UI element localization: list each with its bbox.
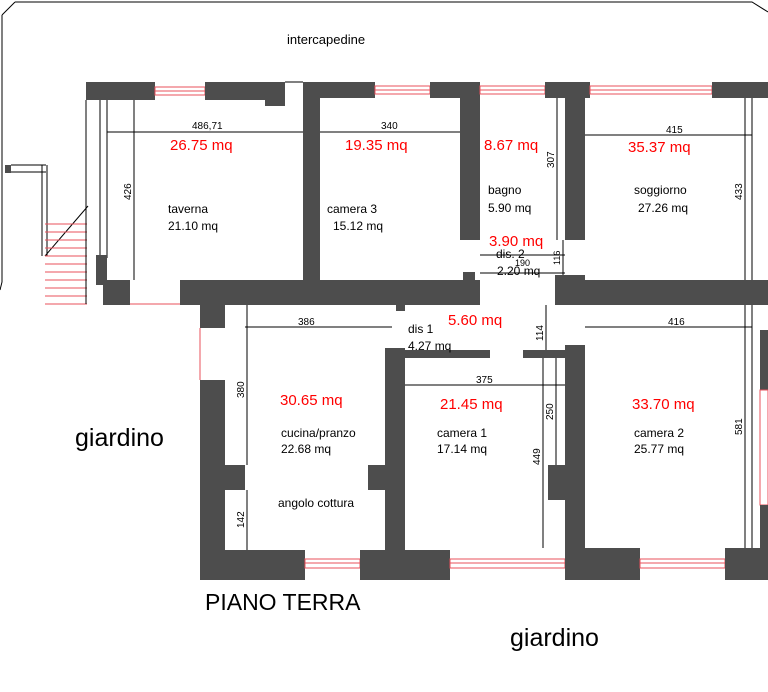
dim-camera1-depth-b: 449	[532, 448, 543, 465]
wall-middle-right	[585, 280, 768, 305]
wall-bottom-left	[200, 550, 305, 580]
dim-camera2-depth: 581	[734, 418, 745, 435]
room-area-bagno: 5.90 mq	[488, 201, 531, 215]
wall-cucina-camera1	[385, 348, 405, 550]
wall-camera1-nub	[548, 465, 565, 500]
wall-middle-pillar	[200, 305, 225, 328]
dim-camera1-width: 375	[476, 375, 493, 386]
room-name-soggiorno: soggiorno	[634, 183, 687, 197]
area-red-soggiorno: 35.37 mq	[628, 139, 691, 156]
room-area-dis2: 2.20 mq	[497, 264, 540, 278]
room-name-cucina: cucina/pranzo	[281, 426, 356, 440]
wall-bagno-top	[545, 82, 590, 98]
boundary-top-line	[15, 1, 768, 13]
dim-taverna-depth: 426	[123, 183, 134, 200]
area-red-dis1: 5.60 mq	[448, 312, 502, 329]
middle-walls	[180, 254, 768, 380]
boundary-left-line	[0, 15, 3, 291]
area-red-taverna: 26.75 mq	[170, 137, 233, 154]
wall-pillar	[265, 82, 285, 106]
wall-camera3-top-right	[430, 82, 480, 98]
wall-camera2-right-lower	[760, 505, 768, 548]
giardino-west-label: giardino	[75, 424, 164, 452]
dim-cucina-width: 386	[298, 317, 315, 328]
dim-cucina-depth: 380	[236, 381, 247, 398]
wall-bagno-soggiorno	[565, 98, 585, 240]
area-red-camera2: 33.70 mq	[632, 396, 695, 413]
boundary-corner-line	[1, 1, 16, 16]
wall-bottom-right	[725, 548, 768, 580]
wall-taverna-top-right	[205, 82, 265, 100]
upper-walls	[85, 81, 768, 305]
plan-title: PIANO TERRA	[205, 589, 361, 615]
stair-post	[5, 165, 11, 173]
room-name-dis2: dis. 2	[496, 247, 525, 261]
room-area-cucina: 22.68 mq	[281, 442, 331, 456]
room-name-camera1: camera 1	[437, 426, 487, 440]
area-red-dis2: 3.90 mq	[489, 233, 543, 250]
zone-angolo-cottura: angolo cottura	[278, 496, 354, 510]
area-red-camera1: 21.45 mq	[440, 396, 503, 413]
outer-boundary	[0, 1, 768, 291]
external-stair	[5, 164, 89, 305]
wall-camera2-right-upper	[760, 330, 768, 390]
room-area-camera2: 25.77 mq	[634, 442, 684, 456]
dim-camera1-depth-a: 250	[545, 403, 556, 420]
area-red-cucina: 30.65 mq	[280, 392, 343, 409]
lower-walls	[200, 305, 768, 580]
dim-camera3-width: 340	[381, 121, 398, 132]
dim-camera2-width: 416	[668, 317, 685, 328]
window-camera2-side	[759, 389, 768, 506]
dim-angolo-depth: 142	[236, 511, 247, 528]
room-area-camera3: 15.12 mq	[333, 219, 383, 233]
wall-middle-nub	[396, 305, 405, 311]
wall-dis2-nub	[463, 272, 475, 280]
dim-taverna-width: 486,71	[192, 121, 223, 132]
room-area-dis1: 4.27 mq	[408, 339, 451, 353]
room-area-soggiorno: 27.26 mq	[638, 201, 688, 215]
area-red-camera3: 19.35 mq	[345, 137, 408, 154]
wall-taverna-top-left	[86, 82, 155, 100]
room-area-taverna: 21.10 mq	[168, 219, 218, 233]
dim-dis2-depth: 116	[552, 251, 562, 265]
dim-soggiorno-depth: 433	[734, 183, 745, 200]
room-name-taverna: taverna	[168, 202, 208, 216]
wall-taverna-left-lower	[96, 255, 107, 285]
wall-angolo-cottura-right	[368, 465, 385, 490]
dim-soggiorno-width: 415	[666, 125, 683, 136]
wall-camera3-bagno	[460, 98, 480, 240]
wall-middle-right-pillar	[555, 275, 585, 305]
intercapedine-label: intercapedine	[287, 32, 365, 47]
wall-soggiorno-top	[712, 82, 768, 98]
wall-camera1-camera2	[565, 345, 585, 550]
dim-dis2-width: 190	[515, 258, 530, 268]
dimension-lines	[107, 98, 752, 550]
wall-taverna-camera3	[303, 82, 320, 280]
dim-bagno-depth: 307	[546, 151, 557, 168]
room-name-dis1: dis 1	[408, 322, 434, 336]
wall-dis1-stub-right	[523, 350, 565, 358]
room-name-camera3: camera 3	[327, 202, 377, 216]
area-red-bagno: 8.67 mq	[484, 137, 538, 154]
wall-bottom-camera2-left	[565, 548, 640, 580]
room-name-bagno: bagno	[488, 183, 522, 197]
wall-dis1-stub-left	[405, 350, 490, 358]
wall-taverna-corner	[103, 280, 130, 305]
dim-dis1-depth: 114	[535, 325, 546, 341]
wall-camera3-top-left	[320, 82, 375, 98]
wall-middle-left	[180, 280, 480, 305]
room-name-camera2: camera 2	[634, 426, 684, 440]
room-area-camera1: 17.14 mq	[437, 442, 487, 456]
wall-angolo-cottura-left	[225, 465, 245, 490]
wall-bottom-center	[360, 550, 450, 580]
wall-cucina-left	[200, 380, 225, 550]
giardino-south-label: giardino	[510, 624, 599, 652]
